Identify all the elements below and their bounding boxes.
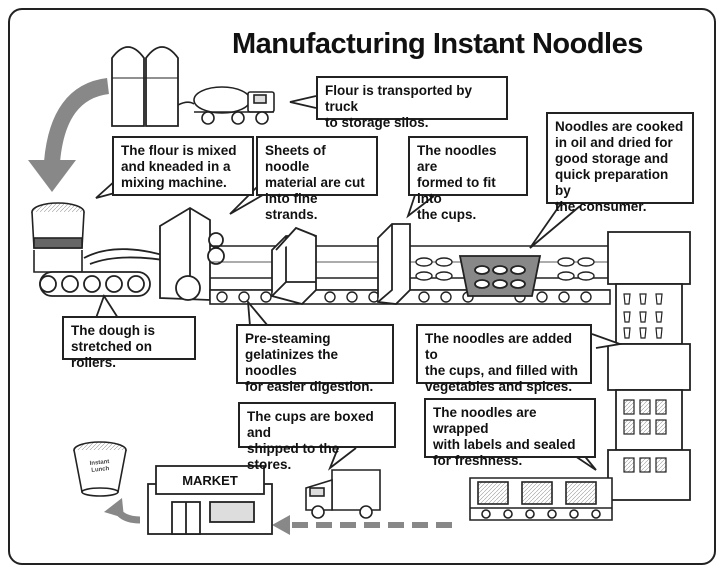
filling-machine <box>607 231 691 391</box>
page-title: Manufacturing Instant Noodles <box>232 28 643 60</box>
steaming-unit <box>271 226 317 306</box>
cutting-press <box>159 206 225 301</box>
callout-shipping: The cups are boxed and shipped to the st… <box>238 402 396 472</box>
callout-forming: The noodles are formed to fit into the c… <box>408 136 528 222</box>
return-arrow <box>104 498 141 524</box>
noodle-cup-icon <box>73 441 127 497</box>
storage-silos <box>111 46 179 127</box>
forming-press <box>377 223 411 305</box>
callout-truck-to-silos: Flour is transported by truck to storage… <box>316 76 508 130</box>
mixing-machine <box>31 202 85 273</box>
callout-cooking: Noodles are cooked in oil and dried for … <box>546 112 694 214</box>
market-sign: MARKET <box>182 473 238 488</box>
flour-tanker-truck <box>177 86 275 125</box>
callout-cutting: Sheets of noodle material are cut into f… <box>256 136 378 222</box>
dried-noodle-discs <box>557 257 595 281</box>
curved-flow-arrow <box>28 78 110 192</box>
wrapping-machine <box>607 389 691 501</box>
noodle-discs <box>415 257 453 281</box>
callout-steaming: Pre-steaming gelatinizes the noodles for… <box>236 324 394 394</box>
boxing-conveyor <box>469 477 613 521</box>
market-building <box>147 465 273 535</box>
callout-rollers: The dough is stretched on rollers. <box>62 316 196 370</box>
callout-wrapping: The noodles are wrapped with labels and … <box>424 398 596 468</box>
callout-mixing: The flour is mixed and kneaded in a mixi… <box>112 136 254 196</box>
delivery-truck <box>305 469 381 519</box>
shipping-dashed-arrow <box>272 515 452 535</box>
callout-filling: The noodles are added to the cups, and f… <box>416 324 592 394</box>
conveyor-wheels <box>216 291 592 303</box>
frying-tray <box>458 255 542 297</box>
